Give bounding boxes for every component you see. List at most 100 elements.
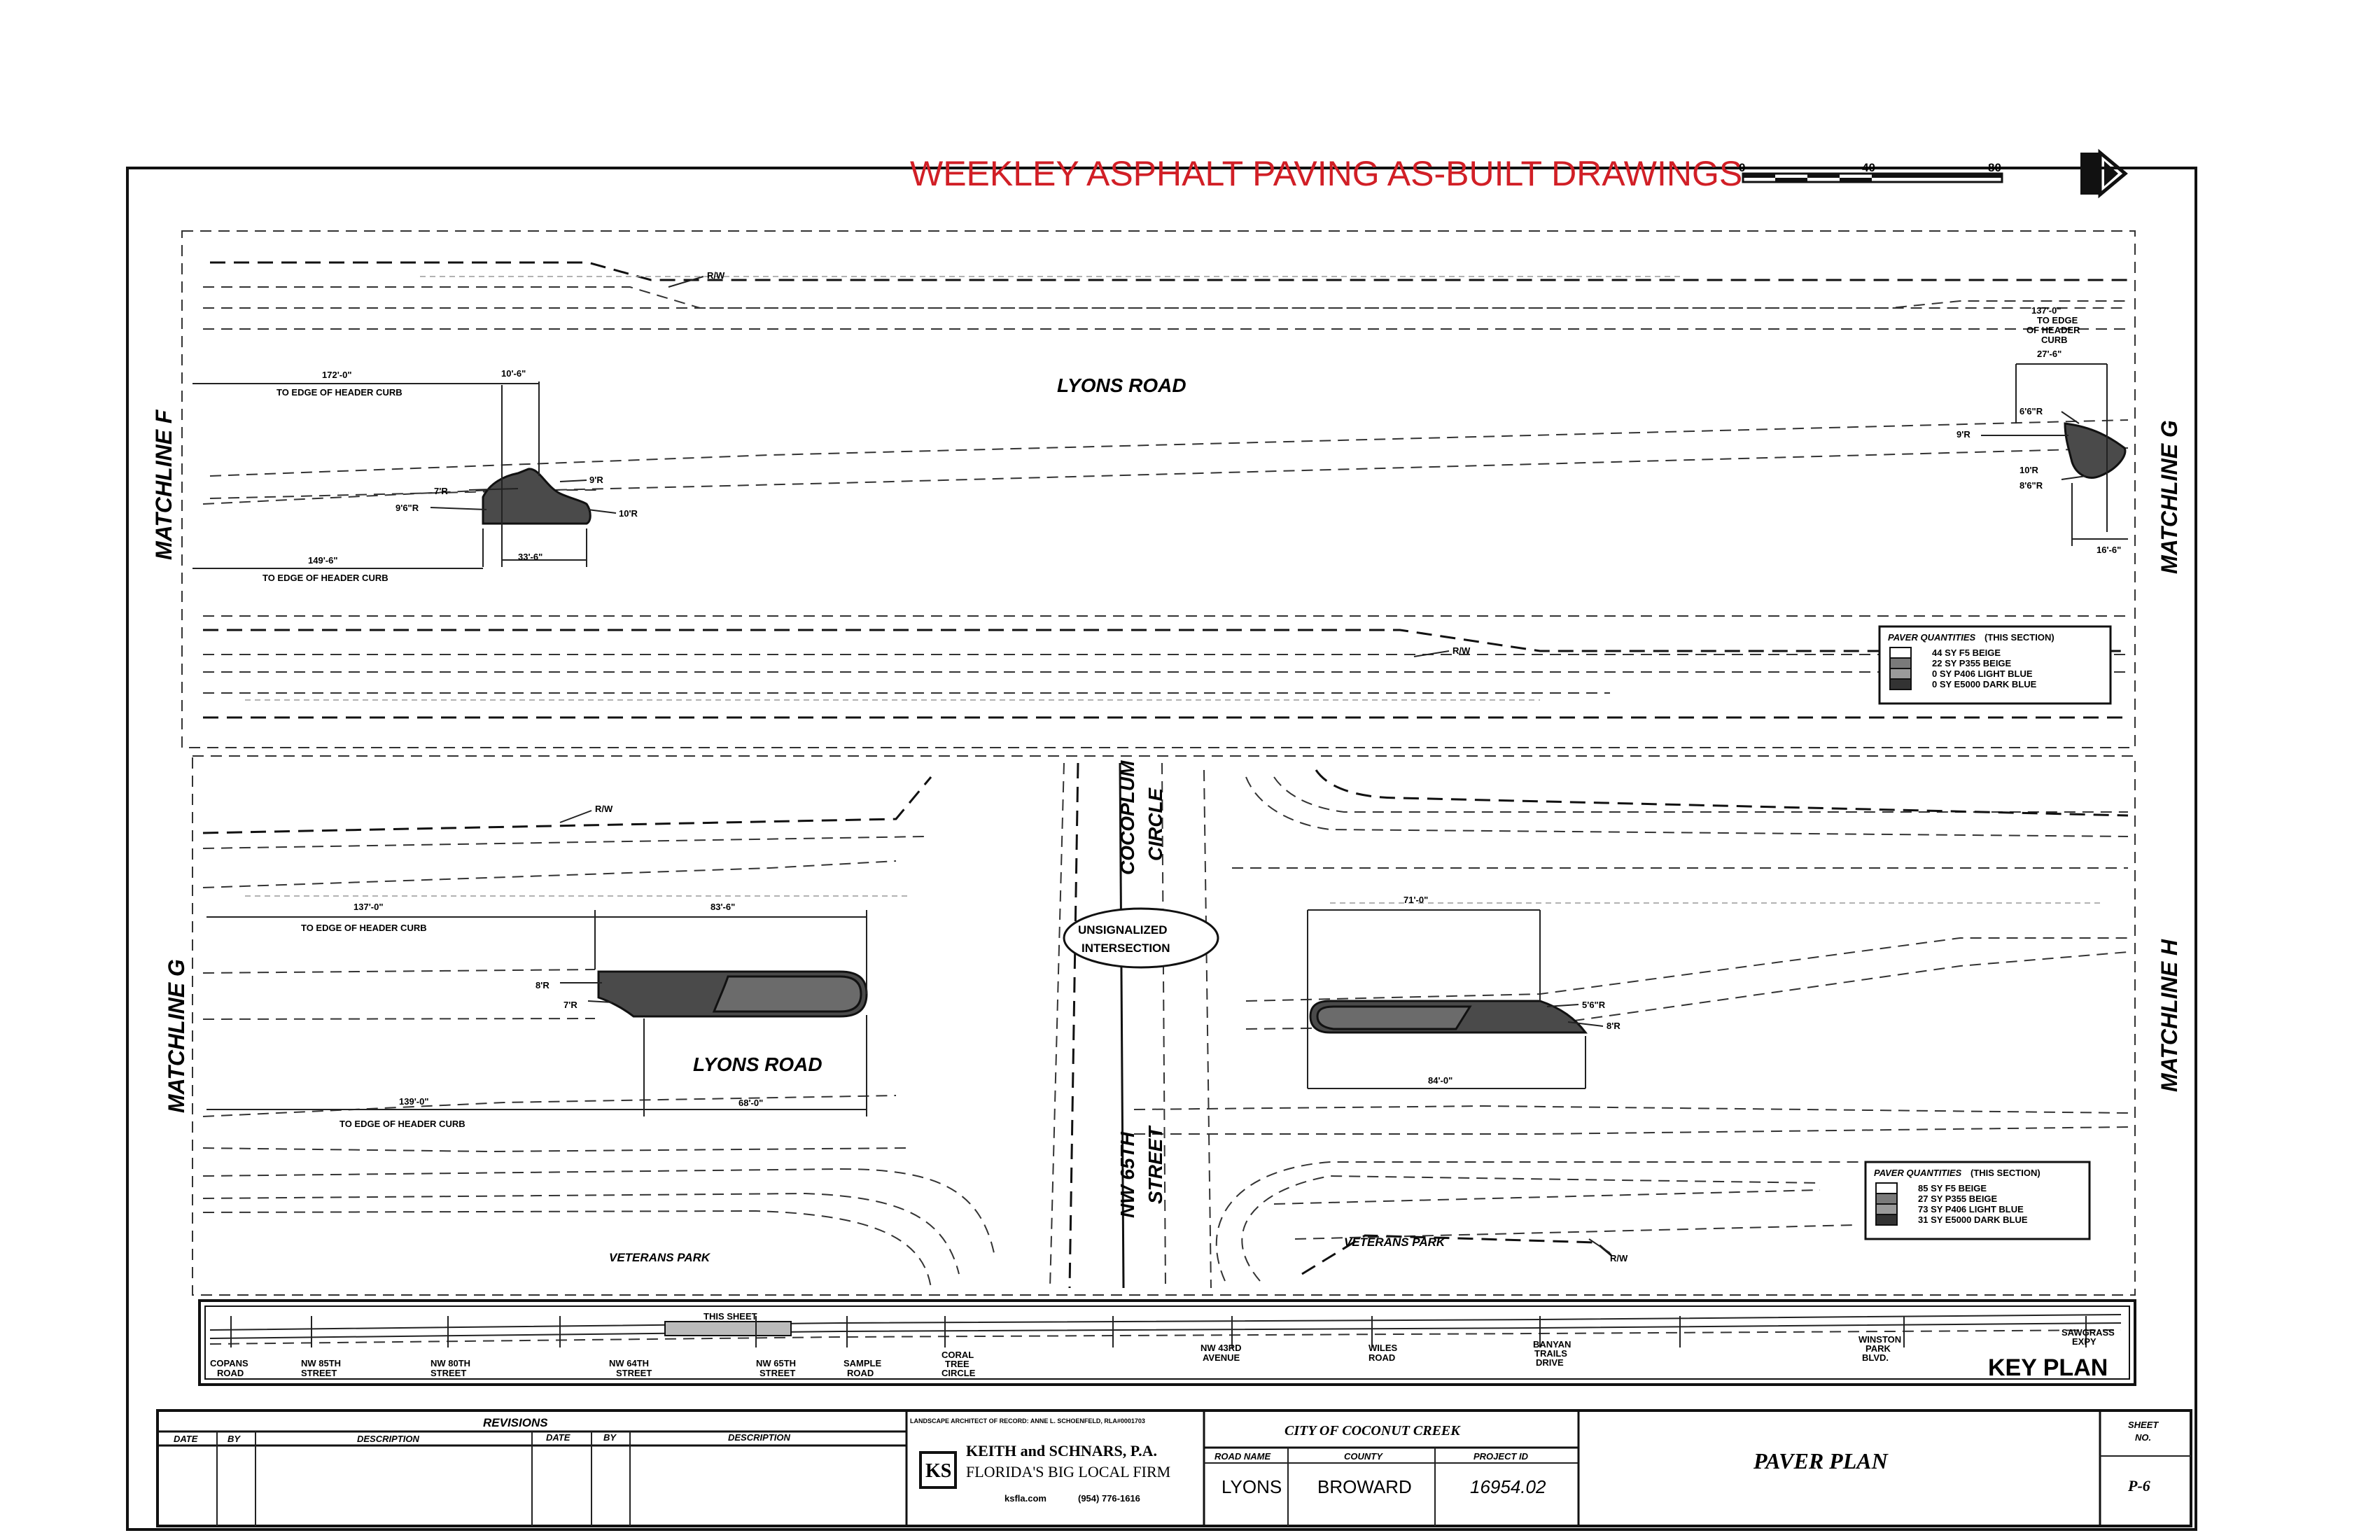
dim-width-top: 83'-6" [710,902,735,912]
col-date: DATE [174,1434,198,1444]
key-plan-station: STREET [430,1368,466,1378]
key-plan: THIS SHEET COPANS ROAD NW 85TH STREET NW… [198,1299,2136,1386]
radius-label: 8'6"R [2019,480,2043,491]
key-plan-station: ROAD [847,1368,874,1378]
road-label: LYONS ROAD [693,1054,822,1075]
radius-label: 9'R [1956,429,1970,440]
key-plan-station: CIRCLE [941,1368,976,1378]
dim-bottom-width: 68'-0" [738,1098,763,1108]
quantity-row: 44 SY F5 BEIGE [1932,648,2001,658]
swatch-beige-dark [1889,657,1912,669]
drawing-title: WEEKLEY ASPHALT PAVING AS-BUILT DRAWINGS [910,154,1742,193]
key-plan-station: CORAL [941,1350,974,1360]
col-road-name: ROAD NAME [1214,1451,1270,1462]
cross-street-name: COCOPLUM [1116,760,1138,875]
key-plan-station: SAMPLE [844,1358,882,1368]
radius-label: 5'6"R [1582,1000,1606,1010]
dim-note: TO EDGE OF HEADER CURB [301,923,427,933]
key-plan-station: SAWGRASS [2062,1327,2115,1338]
dim-bottom-left: 149'-6" [308,555,338,566]
matchline-left: MATCHLINE F [151,409,176,560]
project-id-value: 16954.02 [1470,1476,1546,1497]
key-plan-station: STREET [301,1368,337,1378]
quantity-row: 85 SY F5 BEIGE [1918,1183,1987,1194]
key-plan-station: NW 43RD [1200,1343,1242,1353]
col-description: DESCRIPTION [357,1434,419,1444]
scale-bar: 0 40 80 [1739,161,2003,183]
cross-street-name: NW 65TH [1116,1131,1138,1218]
county-value: BROWARD [1317,1476,1412,1497]
dim-note: OF HEADER [2026,325,2080,335]
road-label: LYONS ROAD [1057,374,1186,396]
rw-label: R/W [1452,645,1471,656]
dim-note: TO EDGE OF HEADER CURB [262,573,388,583]
paver-quantities-table: PAVER QUANTITIES (THIS SECTION) 44 SY F5… [1878,625,2112,705]
key-plan-station: PARK [1865,1343,1891,1354]
col-date: DATE [546,1432,570,1443]
radius-label: 6'6"R [2019,406,2043,416]
cross-street-name: STREET [1144,1125,1166,1204]
title-block: REVISIONS DATE BY DESCRIPTION DATE BY DE… [156,1409,2192,1527]
key-plan-station: NW 65TH [756,1358,796,1368]
key-plan-station: BANYAN [1533,1339,1571,1350]
quantity-row: 73 SY P406 LIGHT BLUE [1918,1204,2024,1214]
dim-top-left: 172'-0" [322,370,352,380]
quantity-row: 0 SY E5000 DARK BLUE [1932,679,2037,690]
key-plan-station: NW 64TH [609,1358,649,1368]
dim-width-top: 27'-6" [2037,349,2062,359]
key-plan-station: TRAILS [1534,1348,1567,1359]
park-label: VETERANS PARK [609,1251,711,1264]
swatch-light-blue [1889,668,1912,680]
key-plan-station: ROAD [217,1368,244,1378]
key-plan-station: ROAD [1368,1352,1395,1363]
col-description: DESCRIPTION [728,1432,790,1443]
quantity-row: 0 SY P406 LIGHT BLUE [1932,668,2033,679]
firm-phone: (954) 776-1616 [1078,1493,1140,1504]
callout-line-2: INTERSECTION [1082,941,1170,955]
radius-label: 8'R [1606,1021,1620,1031]
key-plan-station: STREET [616,1368,652,1378]
dim-bottom-width: 84'-0" [1428,1075,1452,1086]
dim-note: CURB [2041,335,2068,345]
rw-label: R/W [707,270,725,281]
north-arrow-icon [2080,148,2128,199]
sheet-border [126,167,2197,1531]
quantities-heading: PAVER QUANTITIES [1888,632,1976,643]
logo-letters: KS [925,1460,951,1482]
swatch-dark-blue [1875,1214,1898,1226]
key-plan-station: STREET [760,1368,795,1378]
key-plan-station: BLVD. [1862,1352,1889,1363]
quantity-row: 31 SY E5000 DARK BLUE [1918,1214,2028,1225]
paver-strip-right: 71'-0" 5'6"R 8'R 84'-0" [1307,895,1620,1089]
dim-bottom-width: 33'-6" [518,552,542,562]
dim-note: TO EDGE OF HEADER CURB [276,387,402,398]
key-plan-station: COPANS [210,1358,248,1368]
swatch-beige-dark [1875,1193,1898,1205]
dim-note: TO EDGE OF HEADER CURB [340,1119,465,1129]
radius-label: 10'R [619,508,638,519]
radius-label: 7'R [434,486,448,496]
key-plan-station: WILES [1368,1343,1397,1353]
sheet-label: SHEET [2128,1420,2159,1430]
dim-width-top: 10'-6" [501,368,526,379]
quantity-row: 27 SY P355 BEIGE [1918,1194,1998,1204]
unsignalized-intersection-callout: UNSIGNALIZED INTERSECTION [1063,907,1219,969]
col-county: COUNTY [1344,1451,1383,1462]
key-plan-station: NW 80TH [430,1358,470,1368]
key-plan-station: AVENUE [1203,1352,1240,1363]
swatch-beige [1889,647,1912,659]
col-by: BY [603,1432,617,1443]
sheet-number: P-6 [2127,1477,2150,1494]
paver-strip-left: 137'-0" TO EDGE OF HEADER CURB 83'-6" 8'… [206,902,868,1129]
paver-quantities-table: PAVER QUANTITIES (THIS SECTION) 85 SY F5… [1864,1161,2091,1240]
swatch-beige [1875,1182,1898,1194]
dim-width-top: 71'-0" [1404,895,1428,905]
this-sheet-highlight [664,1321,792,1336]
dim-top-left: 137'-0" [354,902,384,912]
matchline-right: MATCHLINE G [2157,420,2182,574]
dim-bottom-left: 139'-0" [399,1096,429,1107]
this-sheet-label: THIS SHEET [704,1311,757,1322]
sheet-label: NO. [2135,1432,2151,1443]
radius-label: 9'6"R [396,503,419,513]
